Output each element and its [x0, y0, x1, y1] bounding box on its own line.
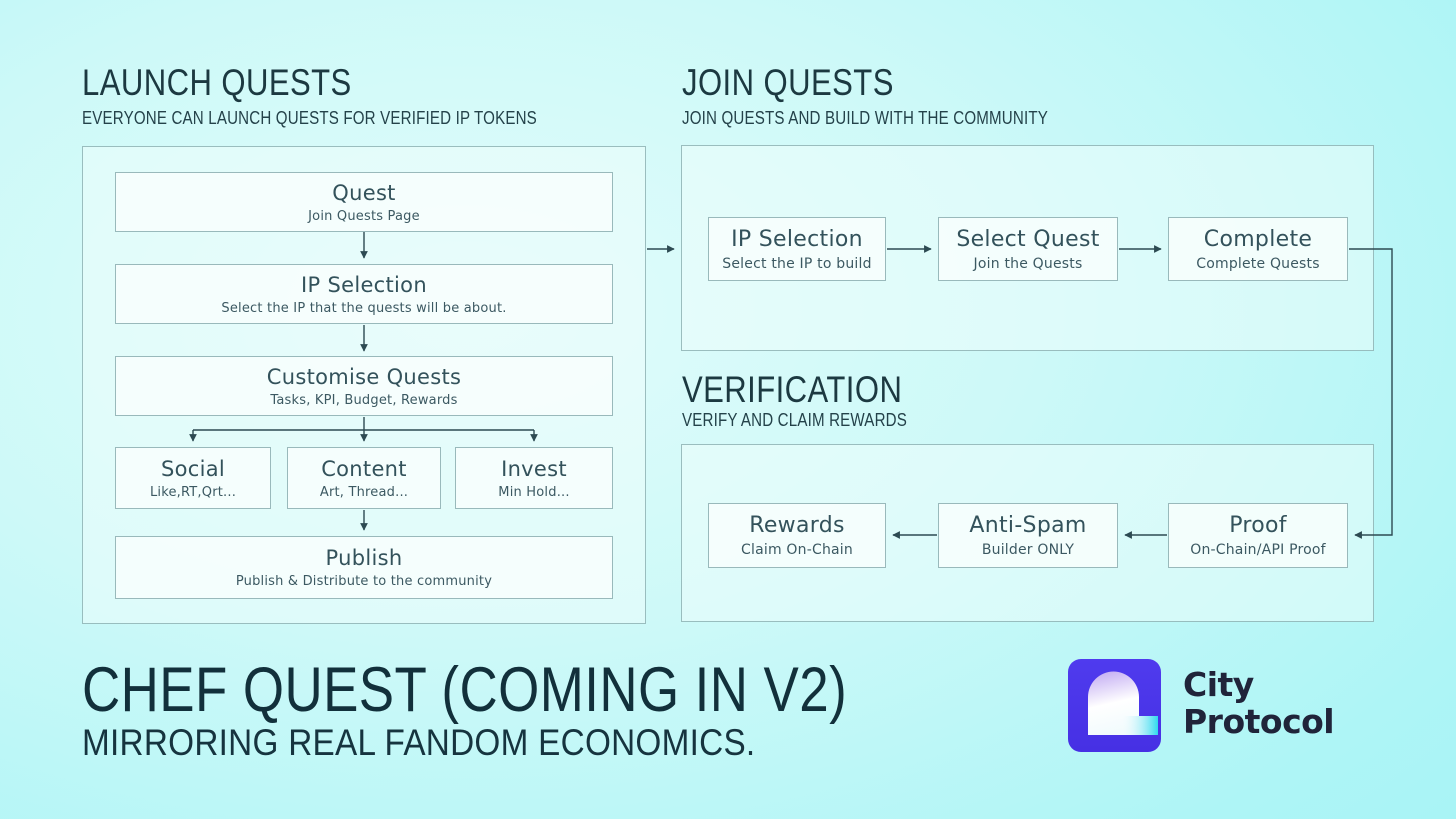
node-subtitle: Like,RT,Qrt... — [149, 484, 237, 500]
node-title: Select Quest — [956, 226, 1100, 252]
node-subtitle: On-Chain/API Proof — [1190, 542, 1326, 558]
node-title: Proof — [1229, 513, 1287, 538]
city-protocol-logo-icon — [1068, 659, 1161, 752]
node-subtitle: Select the IP that the quests will be ab… — [221, 300, 507, 316]
join-quests-subheading: JOIN QUESTS AND BUILD WITH THE COMMUNITY — [682, 108, 1118, 129]
join-quests-heading-text: JOIN QUESTS — [682, 62, 894, 103]
verification-subheading-text: VERIFY AND CLAIM REWARDS — [682, 410, 908, 430]
node-title: IP Selection — [301, 272, 427, 297]
node-subtitle: Art, Thread... — [319, 484, 409, 500]
node-subtitle: Join the Quests — [973, 255, 1083, 272]
flow-node-select-quest: Select Quest Join the Quests — [938, 217, 1118, 281]
chef-quest-subtitle: MIRRORING REAL FANDOM ECONOMICS. — [82, 722, 830, 764]
logo-arch-icon — [1088, 671, 1158, 735]
verification-heading-text: VERIFICATION — [682, 369, 903, 410]
node-subtitle: Tasks, KPI, Budget, Rewards — [270, 392, 458, 408]
node-title: Invest — [501, 456, 567, 481]
flow-node-content: Content Art, Thread... — [287, 447, 441, 509]
node-subtitle: Publish & Distribute to the community — [235, 574, 493, 589]
launch-quests-subheading: EVERYONE CAN LAUNCH QUESTS FOR VERIFIED … — [82, 108, 624, 129]
flow-node-rewards: Rewards Claim On-Chain — [708, 503, 886, 568]
flow-node-join-ip-selection: IP Selection Select the IP to build — [708, 217, 886, 281]
chef-quest-title-text: CHEF QUEST (COMING IN V2) — [82, 655, 848, 725]
node-title: IP Selection — [731, 226, 863, 252]
join-quests-heading: JOIN QUESTS — [682, 62, 934, 104]
node-title: Complete — [1203, 226, 1313, 252]
flow-node-customise-quests: Customise Quests Tasks, KPI, Budget, Rew… — [115, 356, 613, 416]
chef-quest-subtitle-text: MIRRORING REAL FANDOM ECONOMICS. — [82, 722, 756, 763]
node-subtitle: Complete Quests — [1196, 255, 1320, 272]
launch-quests-heading: LAUNCH QUESTS — [82, 62, 403, 104]
flow-node-invest: Invest Min Hold... — [455, 447, 613, 509]
node-title: Quest — [332, 180, 396, 205]
launch-quests-heading-text: LAUNCH QUESTS — [82, 62, 352, 103]
join-quests-subheading-text: JOIN QUESTS AND BUILD WITH THE COMMUNITY — [682, 108, 1048, 128]
city-protocol-wordmark: City Protocol — [1183, 665, 1335, 741]
node-title: Anti-Spam — [969, 513, 1087, 538]
verification-heading: VERIFICATION — [682, 369, 944, 411]
node-subtitle: Builder ONLY — [981, 542, 1075, 558]
verification-subheading: VERIFY AND CLAIM REWARDS — [682, 410, 950, 431]
brand-line-city: City — [1183, 665, 1254, 704]
flow-node-proof: Proof On-Chain/API Proof — [1168, 503, 1348, 568]
node-subtitle: Select the IP to build — [722, 255, 872, 272]
node-title: Content — [321, 456, 407, 481]
node-title: Rewards — [749, 513, 845, 538]
node-title: Social — [160, 456, 226, 481]
flow-node-quest: Quest Join Quests Page — [115, 172, 613, 232]
flow-node-social: Social Like,RT,Qrt... — [115, 447, 271, 509]
brand-line-protocol: Protocol — [1183, 702, 1335, 741]
node-subtitle: Min Hold... — [498, 484, 570, 500]
flow-node-anti-spam: Anti-Spam Builder ONLY — [938, 503, 1118, 568]
launch-quests-subheading-text: EVERYONE CAN LAUNCH QUESTS FOR VERIFIED … — [82, 108, 537, 128]
flow-node-ip-selection: IP Selection Select the IP that the ques… — [115, 264, 613, 324]
node-subtitle: Claim On-Chain — [741, 542, 853, 558]
flow-node-complete: Complete Complete Quests — [1168, 217, 1348, 281]
node-title: Publish — [325, 546, 403, 570]
flow-node-publish: Publish Publish & Distribute to the comm… — [115, 536, 613, 599]
node-title: Customise Quests — [266, 364, 462, 389]
node-subtitle: Join Quests Page — [308, 208, 420, 224]
chef-quest-title: CHEF QUEST (COMING IN V2) — [82, 654, 993, 726]
